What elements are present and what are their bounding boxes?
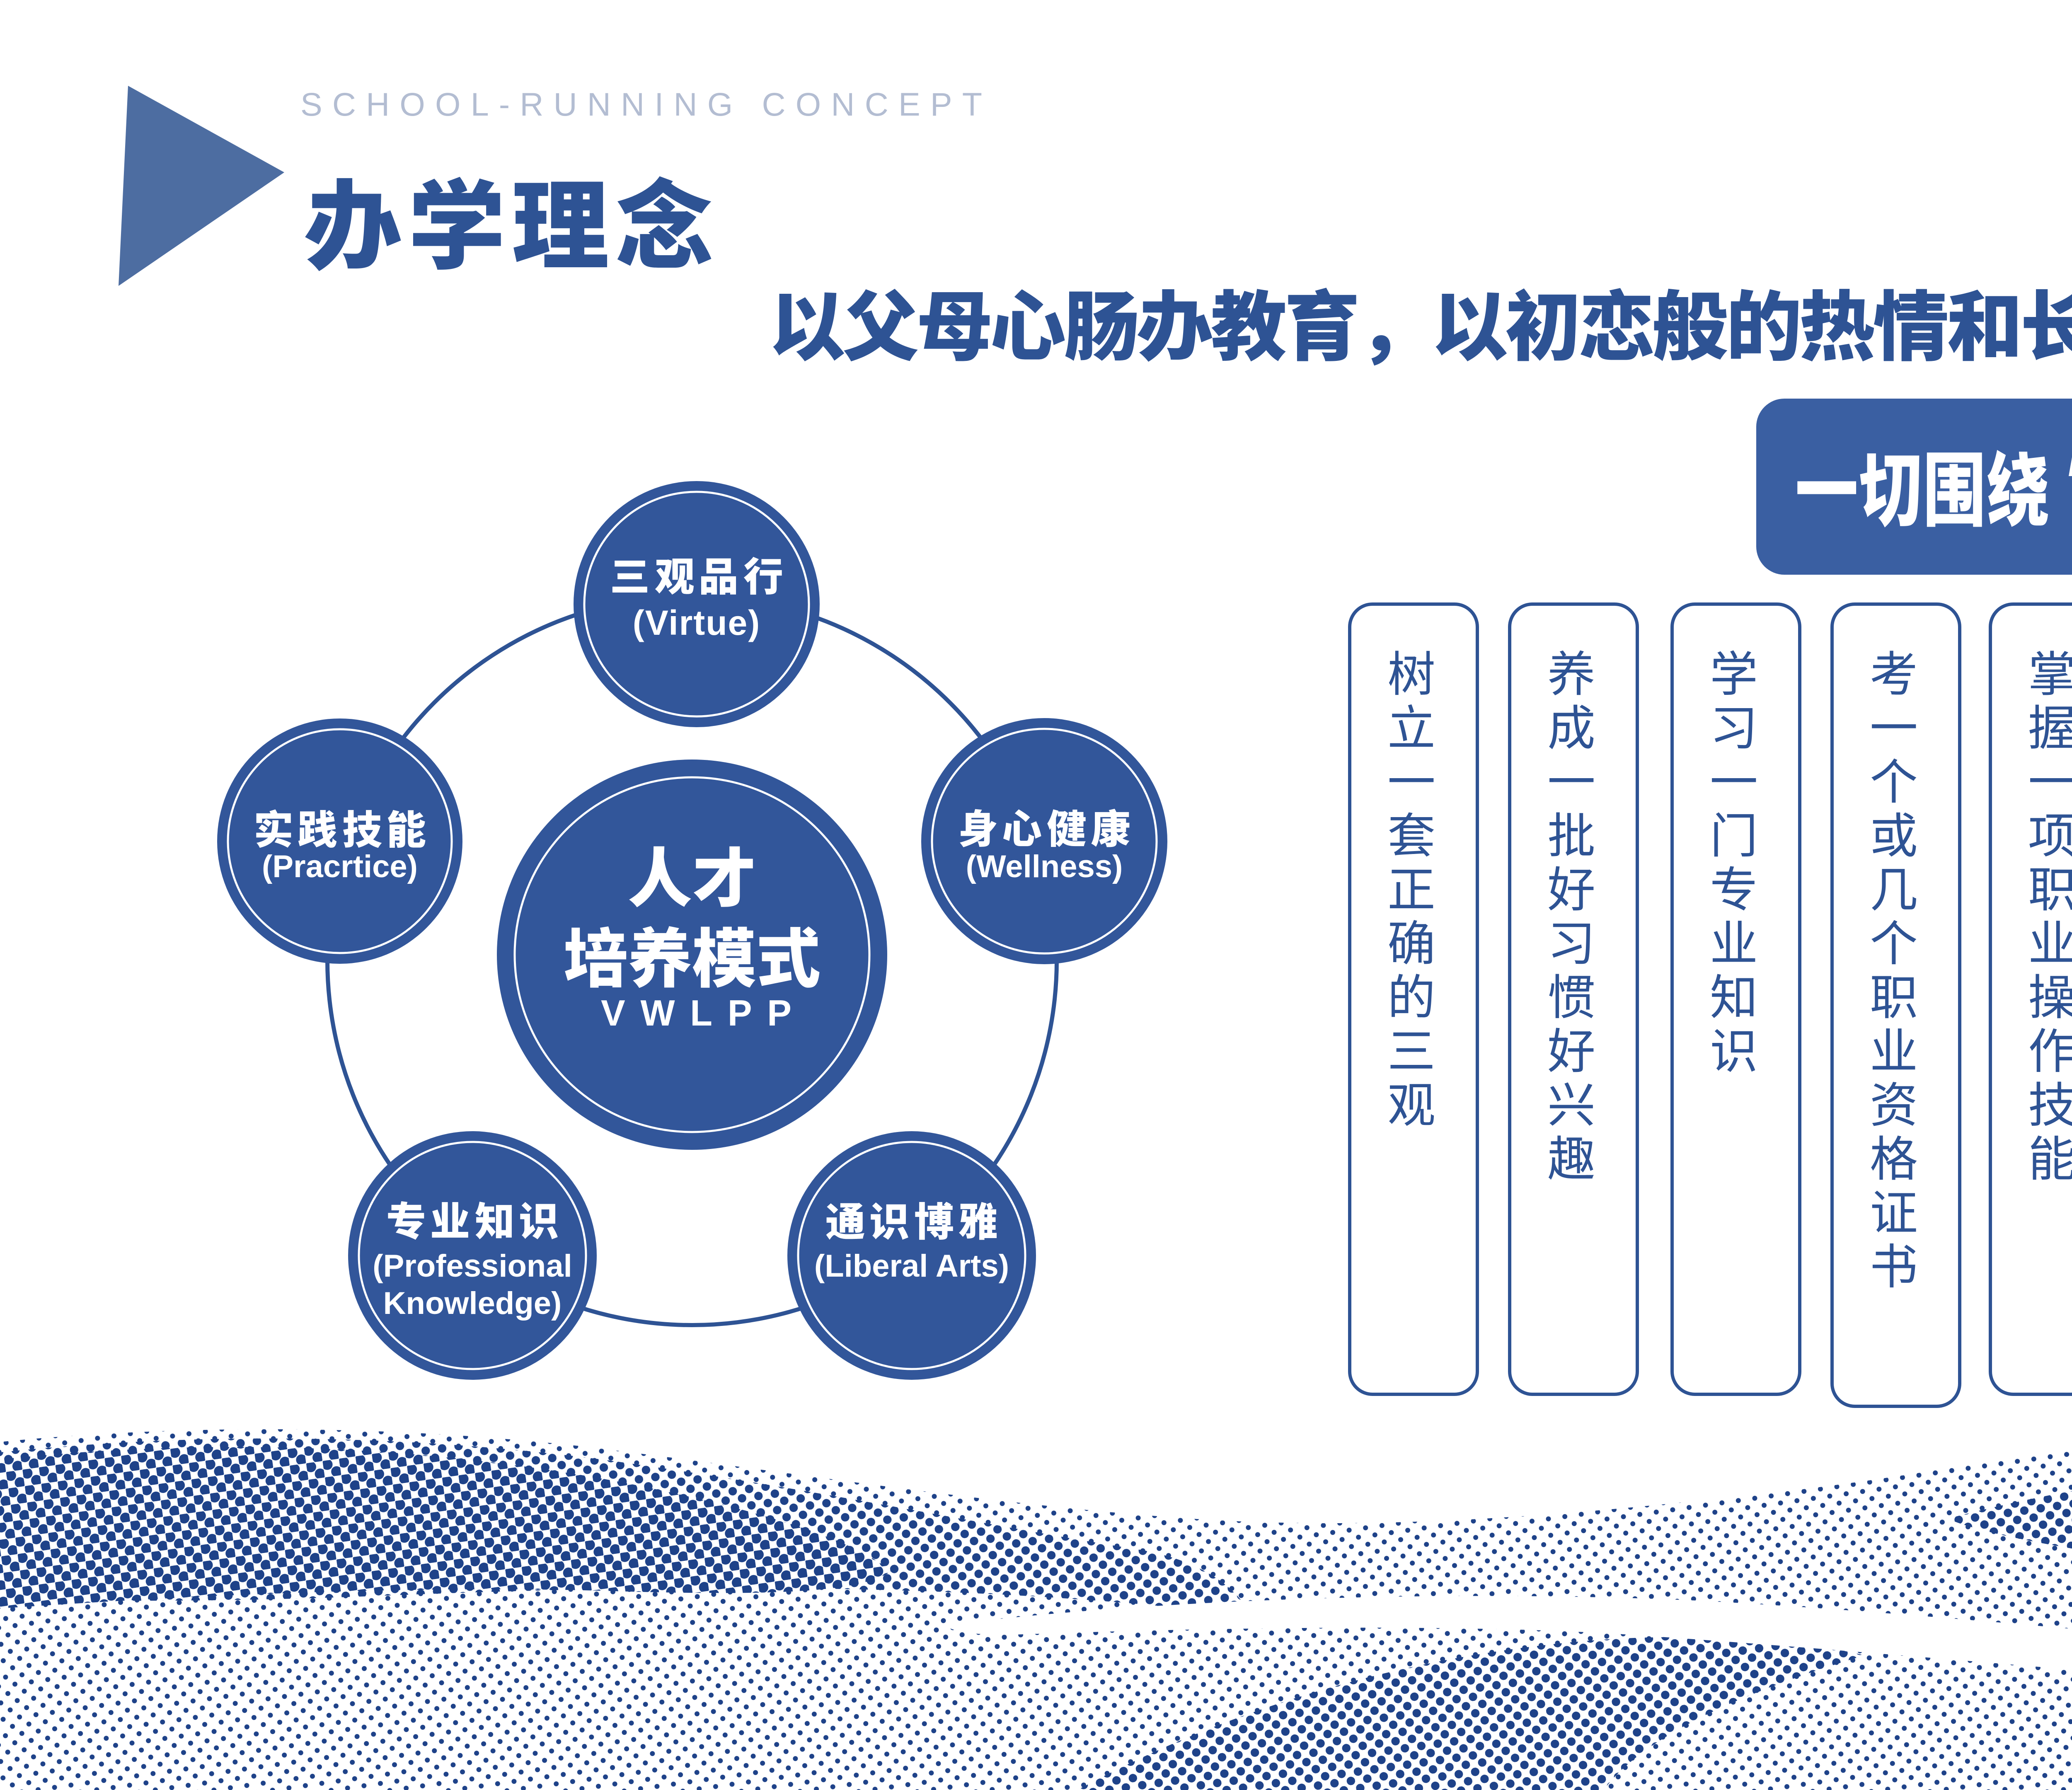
svg-text:(Pracrtice): (Pracrtice) [262, 849, 418, 884]
svg-text:(Virtue): (Virtue) [633, 603, 760, 642]
svg-text:(Liberal Arts): (Liberal Arts) [814, 1248, 1009, 1284]
svg-text:(Professional: (Professional [373, 1248, 572, 1284]
svg-text:SCHOOL-RUNNING CONCEPT: SCHOOL-RUNNING CONCEPT [300, 86, 982, 123]
svg-text:(Wellness): (Wellness) [966, 849, 1123, 884]
svg-text:Knowledge): Knowledge) [383, 1286, 562, 1321]
